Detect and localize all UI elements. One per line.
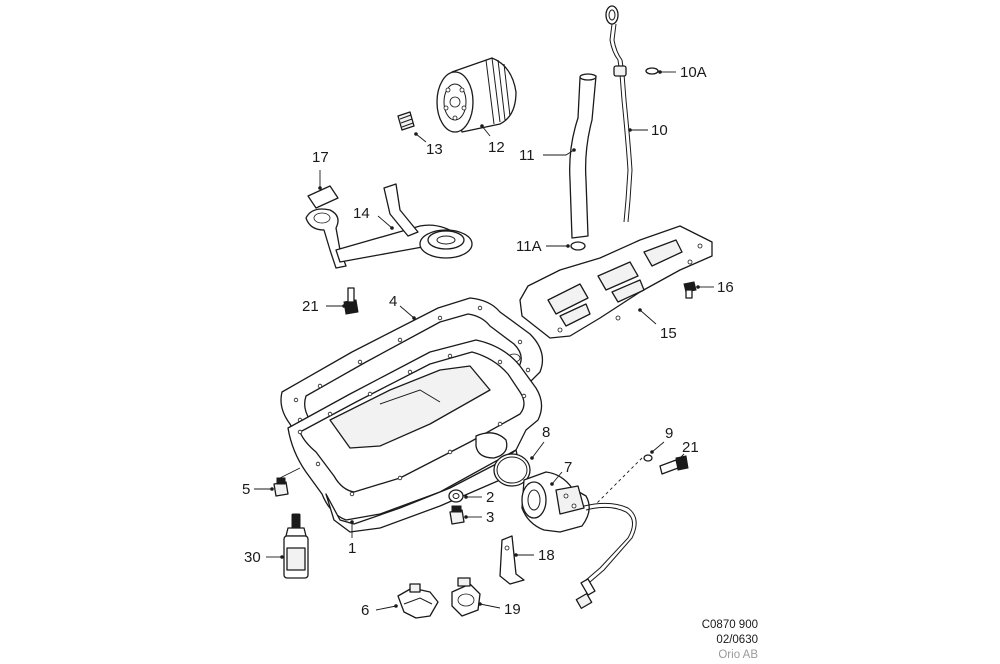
- bolt-part-21-lower: [659, 455, 689, 475]
- oil-pan-part-1: [287, 339, 543, 533]
- callout-7: 7: [564, 459, 572, 476]
- callout-19: 19: [504, 601, 521, 618]
- oring-part-11a: [570, 241, 586, 251]
- bolt-part-21-upper: [343, 287, 359, 315]
- reference-block: C0870 900 02/0630 Orio AB: [702, 619, 759, 661]
- callout-18: 18: [538, 547, 555, 564]
- clip-part-19: [451, 577, 481, 617]
- callout-15: 15: [660, 325, 677, 342]
- leader-lines: [254, 70, 714, 611]
- reference-code: C0870 900: [702, 619, 758, 631]
- oil-level-sensor-part-7: [521, 471, 637, 609]
- callout-6: 6: [361, 602, 369, 619]
- callout-9: 9: [665, 425, 673, 442]
- callout-13: 13: [426, 141, 443, 158]
- bracket-part-18: [499, 535, 525, 585]
- baffle-plate-part-15: [519, 225, 713, 339]
- washer-part-2: [448, 489, 464, 503]
- threaded-stud-part-13: [397, 111, 415, 131]
- dipstick-tube-part-11: [569, 73, 597, 239]
- plug-part-3: [449, 505, 465, 525]
- reference-publisher: Orio AB: [718, 649, 758, 661]
- drain-plug-part-5: [273, 477, 289, 497]
- callout-3: 3: [486, 509, 494, 526]
- callout-1: 1: [348, 540, 356, 557]
- oring-part-10a: [645, 67, 659, 75]
- oil-filter-part-12: [436, 57, 517, 133]
- callout-21-lower: 21: [682, 439, 699, 456]
- callout-16: 16: [717, 279, 734, 296]
- seal-ring-part-8: [493, 453, 531, 487]
- callout-10a: 10A: [680, 64, 707, 81]
- callout-14: 14: [353, 205, 370, 222]
- reference-date: 02/0630: [716, 634, 758, 646]
- dipstick-part-10: [605, 5, 633, 223]
- callout-17: 17: [312, 149, 329, 166]
- callout-8: 8: [542, 424, 550, 441]
- callout-30: 30: [244, 549, 261, 566]
- clip-part-6: [397, 583, 439, 619]
- gasket-part-17: [307, 185, 339, 209]
- callout-11a: 11A: [516, 238, 542, 255]
- callout-10: 10: [651, 122, 668, 139]
- callout-12: 12: [488, 139, 505, 156]
- callout-4: 4: [389, 293, 397, 310]
- callout-11: 11: [519, 147, 535, 164]
- bolt-part-16: [683, 281, 697, 299]
- callout-2: 2: [486, 489, 494, 506]
- oil-pickup-pipe-part-14: [305, 183, 473, 269]
- oring-part-9: [643, 454, 653, 462]
- callout-5: 5: [242, 481, 250, 498]
- callout-21-upper: 21: [302, 298, 319, 315]
- callout-labels: 10A 10 11 11A 12 13 17 14 21 4 16 15 8 7…: [242, 64, 734, 619]
- sealant-bottle-part-30: [283, 513, 309, 579]
